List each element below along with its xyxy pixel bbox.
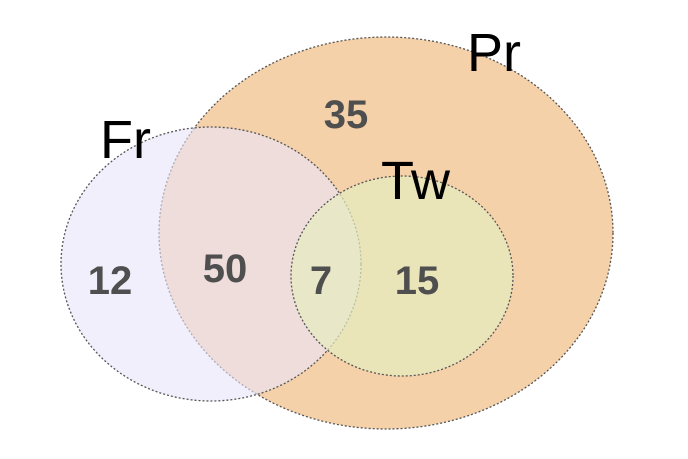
region-fr-only-count: 12 <box>88 259 133 303</box>
region-fr-pr-count: 50 <box>203 247 248 291</box>
set-tw-ellipse <box>290 175 514 377</box>
set-tw-label: Tw <box>381 151 451 211</box>
region-pr-only-count: 35 <box>324 93 369 137</box>
region-fr-pr-tw-count: 7 <box>310 259 332 303</box>
set-fr-label: Fr <box>100 110 151 170</box>
region-pr-tw-count: 15 <box>395 259 440 303</box>
set-pr-label: Pr <box>467 23 521 83</box>
